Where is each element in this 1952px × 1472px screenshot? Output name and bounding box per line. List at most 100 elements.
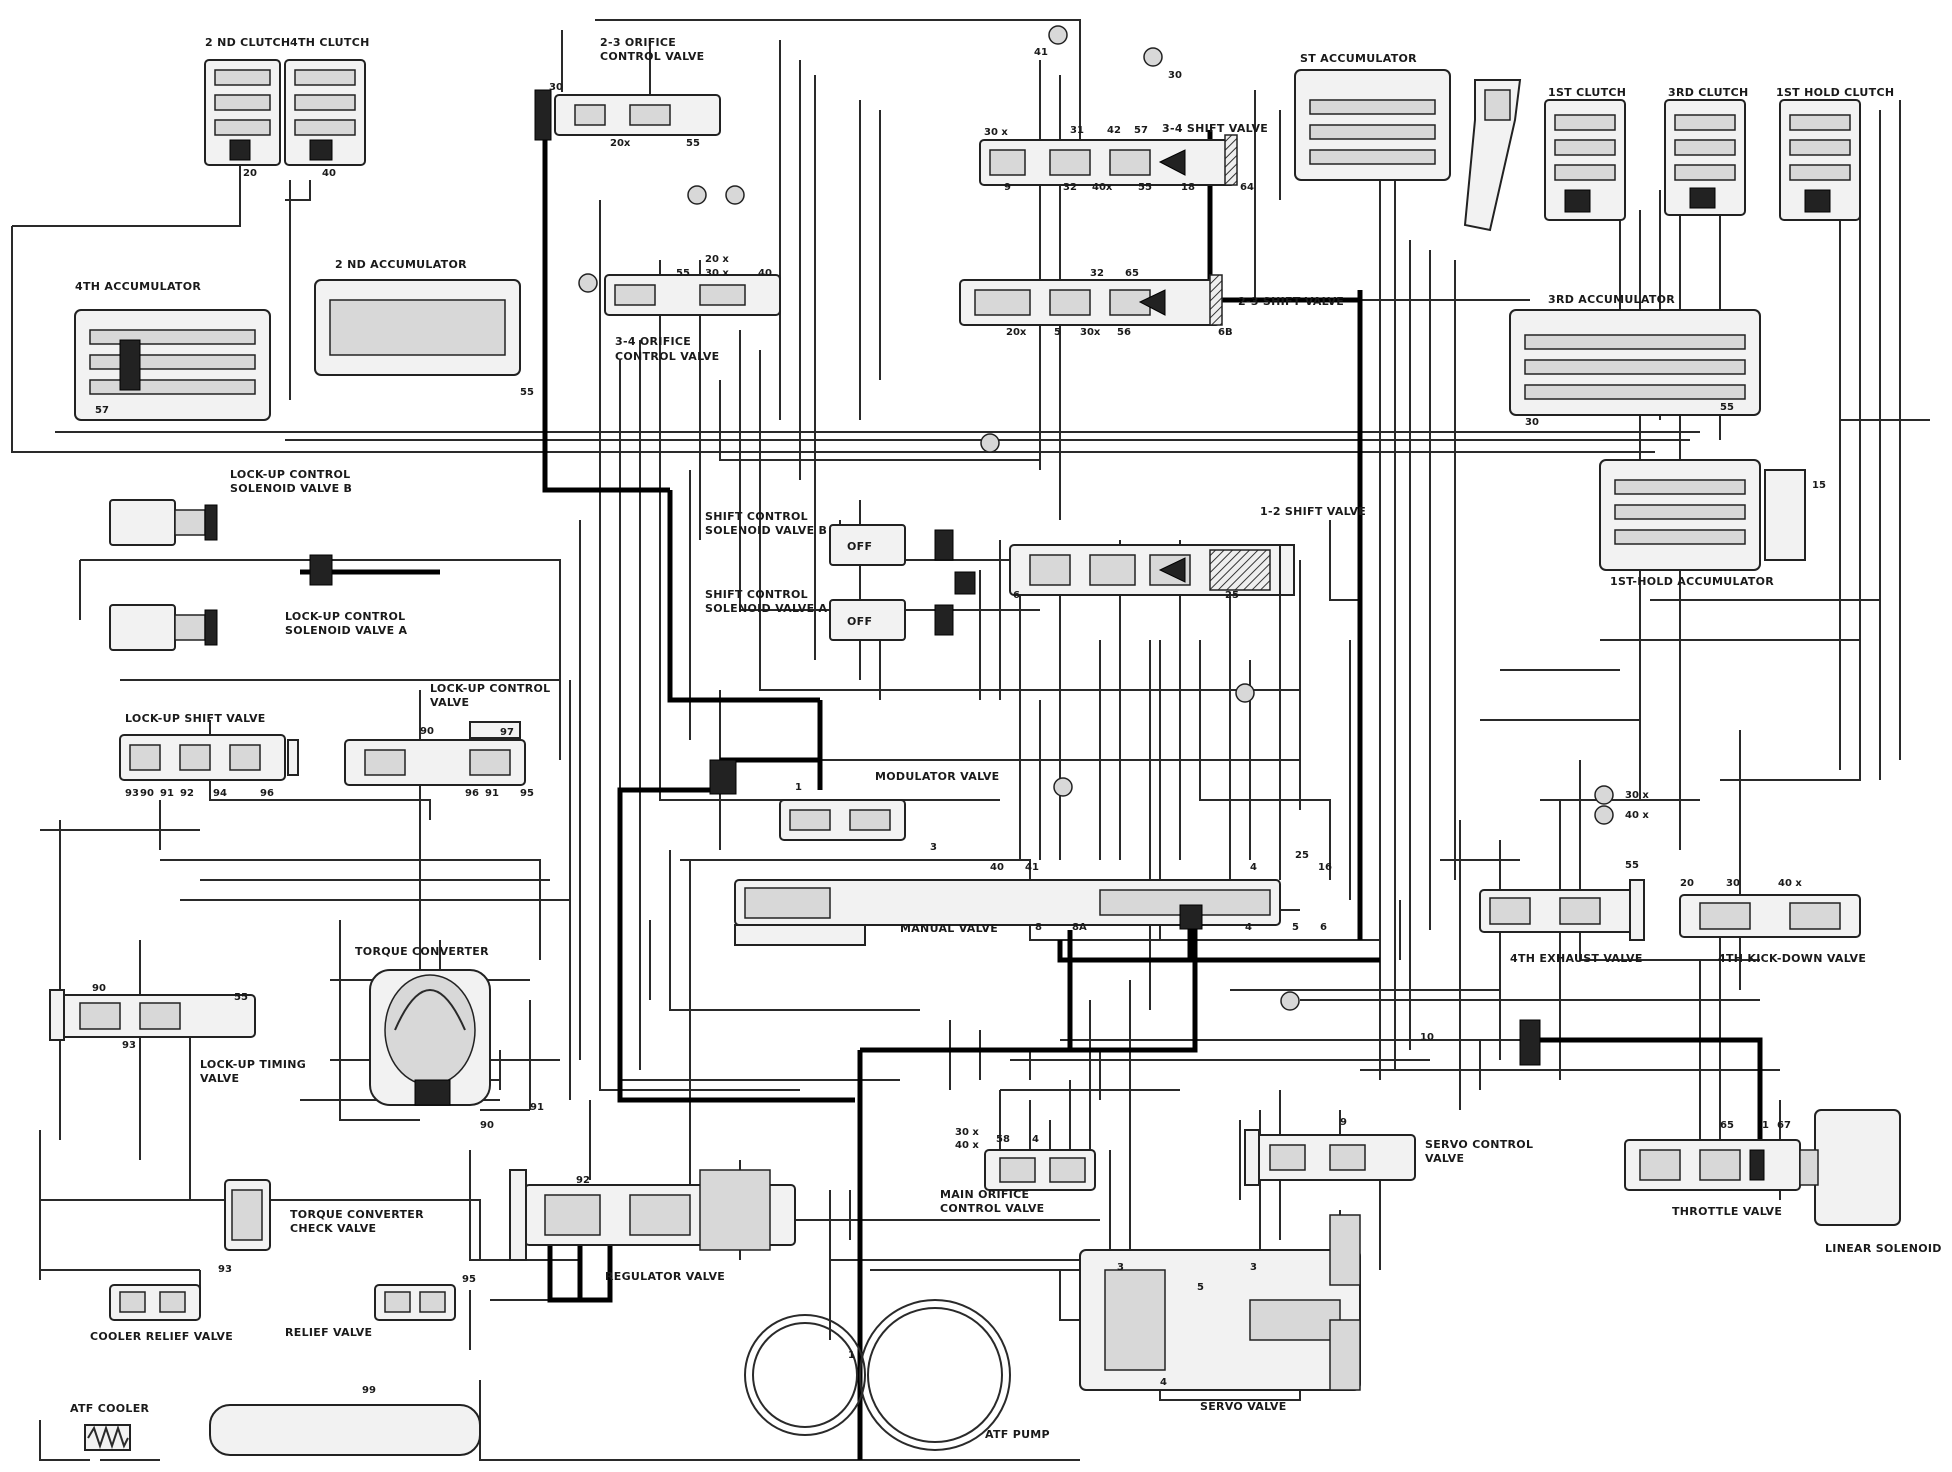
- port-label: 64: [1240, 182, 1254, 193]
- label-1st-hold-clutch: 1ST HOLD CLUTCH: [1776, 86, 1894, 99]
- port-label: 40x: [1092, 182, 1113, 193]
- port-label: 20 x: [705, 254, 729, 265]
- label-34-orifice-2: CONTROL VALVE: [615, 350, 720, 363]
- port-label: 67: [1777, 1120, 1791, 1131]
- port-label: 6: [1320, 922, 1327, 933]
- port-label: 55: [234, 992, 248, 1003]
- lockup-shift-valve: [119, 734, 299, 781]
- port-label: 5: [1197, 1282, 1204, 1293]
- port-label: 15: [1812, 480, 1826, 491]
- port-label: 30 x: [955, 1127, 979, 1138]
- port-label: 92: [576, 1175, 590, 1186]
- label-34-shift: 3-4 SHIFT VALVE: [1162, 122, 1268, 135]
- lockup-solenoid-a: [109, 604, 218, 651]
- label-linear-solenoid: LINEAR SOLENOID: [1825, 1242, 1942, 1255]
- port-label: 10: [1420, 1032, 1434, 1043]
- throttle-valve: [1624, 1139, 1801, 1191]
- shift-valve-23: [959, 274, 1223, 326]
- port-label: 25: [1295, 850, 1309, 861]
- port-label: 97: [500, 727, 514, 738]
- port-label: 55: [1138, 182, 1152, 193]
- main-orifice-valve: [984, 1149, 1096, 1191]
- port-label: 65: [1125, 268, 1139, 279]
- port-label: 1: [795, 782, 802, 793]
- port-label: 91: [530, 1102, 544, 1113]
- port-label: 30: [1726, 878, 1740, 889]
- port-label: 91: [160, 788, 174, 799]
- port-label: 4: [1032, 1134, 1039, 1145]
- port-label: 20: [1680, 878, 1694, 889]
- label-lockup-timing-2: VALVE: [200, 1072, 239, 1085]
- port-label: 30 x: [1625, 790, 1649, 801]
- exhaust-valve-4th: [1479, 879, 1645, 941]
- label-34-orifice: 3-4 ORIFICE: [615, 335, 691, 348]
- regulator-valve: [509, 1169, 796, 1261]
- port-label: 20: [243, 168, 257, 179]
- clutch-3rd: [1664, 99, 1746, 216]
- port-label: 55: [520, 387, 534, 398]
- label-4th-clutch: 4TH CLUTCH: [290, 36, 370, 49]
- kickdown-valve-4th: [1679, 894, 1861, 938]
- port-label: 3: [1117, 1262, 1124, 1273]
- port-label: 99: [362, 1385, 376, 1396]
- label-relief: RELIEF VALVE: [285, 1326, 372, 1339]
- linear-solenoid: [1799, 1109, 1901, 1226]
- label-23-shift: 2-3 SHIFT VALVE: [1238, 295, 1344, 308]
- label-3rd-accumulator: 3RD ACCUMULATOR: [1548, 293, 1675, 306]
- port-label: 96: [260, 788, 274, 799]
- port-label: 8: [1035, 922, 1042, 933]
- port-label: 41: [1025, 862, 1039, 873]
- manual-valve: [734, 879, 1281, 930]
- port-label: 8A: [1072, 922, 1087, 933]
- label-shift-sol-b-2: SOLENOID VALVE B: [705, 524, 827, 537]
- throttle-check-ball: [1519, 1019, 1541, 1066]
- port-label: 40: [322, 168, 336, 179]
- torque-converter: [369, 969, 491, 1106]
- label-1st-clutch: 1ST CLUTCH: [1548, 86, 1626, 99]
- label-lockup-sol-a-2: SOLENOID VALVE A: [285, 624, 408, 637]
- port-label: 55: [1720, 402, 1734, 413]
- port-label: 3: [1250, 1262, 1257, 1273]
- port-label: 40 x: [955, 1140, 979, 1151]
- port-label: 30: [1168, 70, 1182, 81]
- port-label: 92: [180, 788, 194, 799]
- port-label: 90: [480, 1120, 494, 1131]
- port-label: 6: [1013, 590, 1020, 601]
- solenoid-b-state: OFF: [847, 540, 872, 553]
- label-23-orifice-2: CONTROL VALVE: [600, 50, 705, 63]
- shift-valve-12: [1009, 544, 1295, 596]
- port-label: 40 x: [1778, 878, 1802, 889]
- label-servo-control: SERVO CONTROL: [1425, 1138, 1533, 1151]
- shift-valve-34: [979, 134, 1238, 186]
- label-shift-sol-b: SHIFT CONTROL: [705, 510, 808, 523]
- port-label: 25: [1225, 590, 1239, 601]
- solenoid-a-state: OFF: [847, 615, 872, 628]
- label-torque-converter: TORQUE CONVERTER: [355, 945, 489, 958]
- orifice-control-valve-34: [604, 274, 781, 316]
- orifice-control-valve-23: [534, 89, 721, 141]
- port-label: 90: [92, 983, 106, 994]
- label-4th-exhaust: 4TH EXHAUST VALVE: [1510, 952, 1643, 965]
- port-label: 42: [1107, 125, 1121, 136]
- check-balls: [578, 25, 1614, 1011]
- port-label: 1: [848, 1350, 855, 1361]
- port-label: 4: [1250, 862, 1257, 873]
- port-label: 20x: [610, 138, 631, 149]
- accumulator-4th: [74, 309, 271, 421]
- label-12-shift: 1-2 SHIFT VALVE: [1260, 505, 1366, 518]
- port-numbers: 20 40 30 41 30 20x 55 30 x 31 42 57 9 32…: [92, 47, 1826, 1396]
- port-label: 18: [1181, 182, 1195, 193]
- label-modulator: MODULATOR VALVE: [875, 770, 1000, 783]
- port-label: 58: [996, 1134, 1010, 1145]
- label-23-orifice: 2-3 ORIFICE: [600, 36, 676, 49]
- port-label: 1: [1762, 1120, 1769, 1131]
- port-label: 6B: [1218, 327, 1233, 338]
- label-shift-sol-a: SHIFT CONTROL: [705, 588, 808, 601]
- label-1st-hold-accumulator: 1ST-HOLD ACCUMULATOR: [1610, 575, 1774, 588]
- label-main-orifice-2: CONTROL VALVE: [940, 1202, 1045, 1215]
- accumulator-2nd: [314, 279, 521, 376]
- port-label: 30 x: [705, 268, 729, 279]
- port-label: 41: [1034, 47, 1048, 58]
- port-label: 5: [1292, 922, 1299, 933]
- label-4th-kickdown: 4TH KICK-DOWN VALVE: [1718, 952, 1866, 965]
